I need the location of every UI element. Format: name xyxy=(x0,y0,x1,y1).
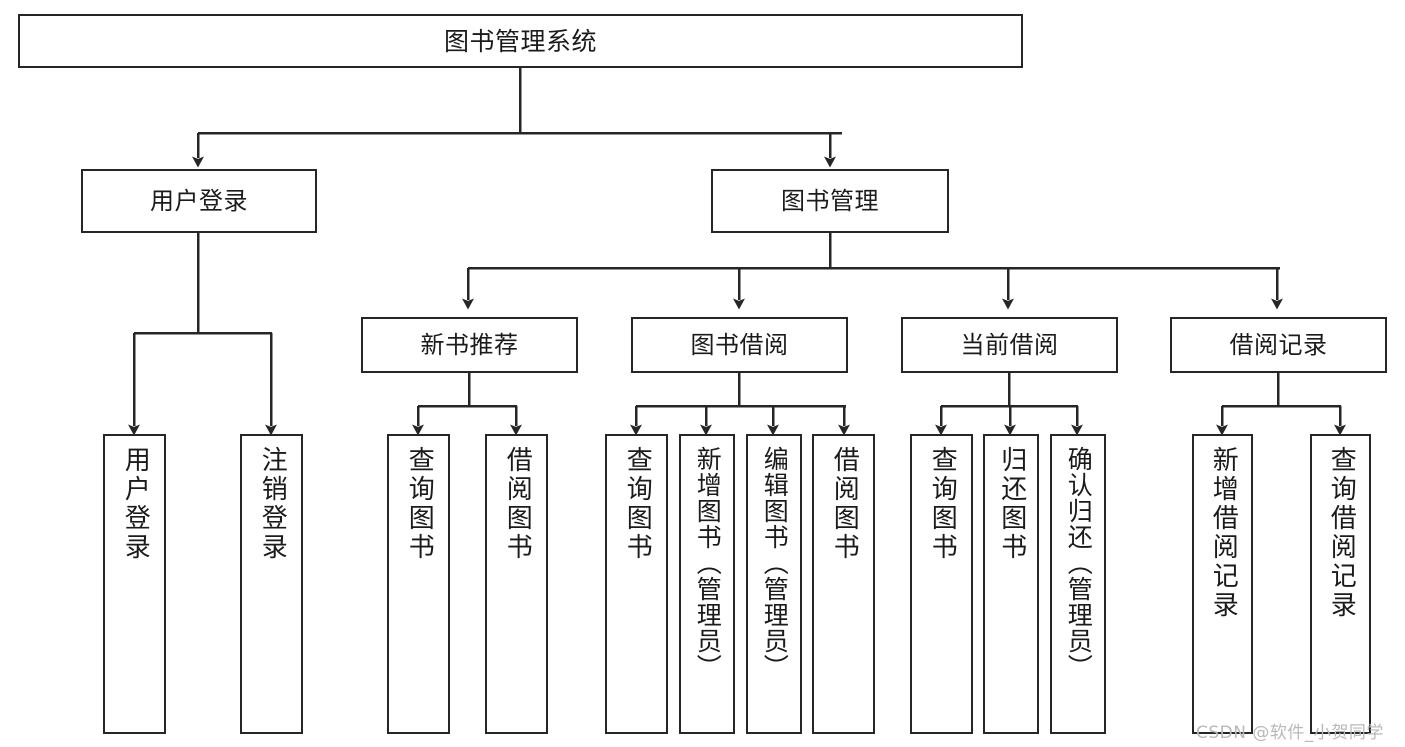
leaf-user-logout[interactable]: 注销登录 xyxy=(240,434,303,734)
node-new-book-recommend-label: 新书推荐 xyxy=(420,331,519,359)
leaf-user-logout-label: 注销登录 xyxy=(257,446,288,562)
leaf-borrow-book-2-label: 借阅图书 xyxy=(829,446,860,562)
leaf-user-login[interactable]: 用户登录 xyxy=(103,434,166,734)
leaf-borrow-book-1[interactable]: 借阅图书 xyxy=(485,434,548,734)
node-current-borrow[interactable]: 当前借阅 xyxy=(901,317,1118,373)
leaf-confirm-return-admin-label: 确认归还（管理员） xyxy=(1064,446,1094,680)
node-borrow-record-label: 借阅记录 xyxy=(1229,331,1328,359)
leaf-query-borrow-record-label: 查询借阅记录 xyxy=(1326,446,1357,620)
leaf-borrow-book-2[interactable]: 借阅图书 xyxy=(812,434,875,734)
leaf-user-login-label: 用户登录 xyxy=(120,446,151,562)
leaf-confirm-return-admin[interactable]: 确认归还（管理员） xyxy=(1050,434,1106,734)
leaf-query-book-3[interactable]: 查询图书 xyxy=(910,434,973,734)
node-book-management-label: 图书管理 xyxy=(781,187,879,215)
leaf-query-book-1-label: 查询图书 xyxy=(404,446,435,562)
leaf-query-borrow-record[interactable]: 查询借阅记录 xyxy=(1310,434,1371,734)
leaf-add-borrow-record-label: 新增借阅记录 xyxy=(1208,446,1239,620)
node-current-borrow-label: 当前借阅 xyxy=(960,331,1059,359)
node-borrow-record[interactable]: 借阅记录 xyxy=(1170,317,1387,373)
node-book-borrow[interactable]: 图书借阅 xyxy=(631,317,848,373)
leaf-add-book-admin-label: 新增图书（管理员） xyxy=(693,446,723,680)
node-book-management[interactable]: 图书管理 xyxy=(711,169,949,233)
node-root[interactable]: 图书管理系统 xyxy=(18,14,1023,68)
leaf-query-book-2-label: 查询图书 xyxy=(622,446,653,562)
node-book-borrow-label: 图书借阅 xyxy=(690,331,789,359)
node-new-book-recommend[interactable]: 新书推荐 xyxy=(361,317,578,373)
leaf-return-book[interactable]: 归还图书 xyxy=(983,434,1039,734)
leaf-query-book-2[interactable]: 查询图书 xyxy=(605,434,668,734)
leaf-query-book-1[interactable]: 查询图书 xyxy=(387,434,450,734)
csdn-watermark: CSDN @软件_小贺同学 xyxy=(1196,723,1384,743)
leaf-edit-book-admin[interactable]: 编辑图书（管理员） xyxy=(746,434,802,734)
node-user-login-label: 用户登录 xyxy=(150,187,248,215)
leaf-query-book-3-label: 查询图书 xyxy=(927,446,958,562)
node-user-login[interactable]: 用户登录 xyxy=(81,169,317,233)
leaf-add-borrow-record[interactable]: 新增借阅记录 xyxy=(1192,434,1253,734)
leaf-borrow-book-1-label: 借阅图书 xyxy=(502,446,533,562)
node-root-label: 图书管理系统 xyxy=(443,26,597,56)
leaf-add-book-admin[interactable]: 新增图书（管理员） xyxy=(679,434,735,734)
leaf-return-book-label: 归还图书 xyxy=(996,446,1027,562)
leaf-edit-book-admin-label: 编辑图书（管理员） xyxy=(760,446,790,680)
